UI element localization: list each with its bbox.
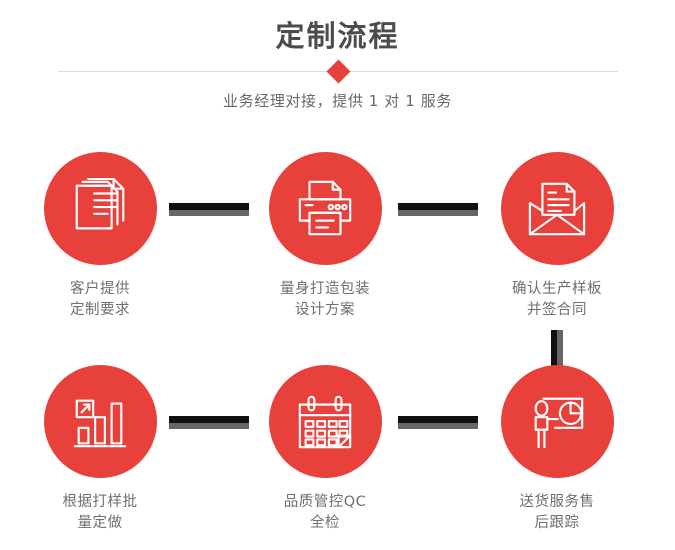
connector-step3-step6 <box>551 330 563 366</box>
flow-step-1-label: 客户提供 定制要求 <box>10 279 190 321</box>
flow-step-2-circle <box>268 152 382 265</box>
flow-step-4-label-line2: 量定做 <box>77 515 123 531</box>
process-flow: 客户提供 定制要求 <box>0 140 675 550</box>
flow-step-4[interactable]: 根据打样批 量定做 <box>10 365 190 534</box>
flow-step-6-label-line1: 送货服务售 <box>519 494 595 510</box>
connector-bar-gray <box>169 210 249 216</box>
flow-step-5-circle <box>268 365 382 478</box>
flow-step-5-label: 品质管控QC 全检 <box>235 492 415 534</box>
flow-step-6[interactable]: 送货服务售 后跟踪 <box>467 365 647 534</box>
flow-step-3-label-line2: 并签合同 <box>527 302 587 318</box>
flow-step-2[interactable]: 量身打造包装 设计方案 <box>235 152 415 321</box>
flow-step-3-label: 确认生产样板 并签合同 <box>467 279 647 321</box>
flow-step-2-label: 量身打造包装 设计方案 <box>235 279 415 321</box>
page-subtitle: 业务经理对接，提供 1 对 1 服务 <box>223 92 452 110</box>
envelope-document-icon <box>526 178 588 240</box>
flow-step-3-label-line1: 确认生产样板 <box>512 281 602 297</box>
diamond-icon <box>325 58 351 84</box>
connector-step1-step2 <box>169 203 249 216</box>
connector-bar-dark <box>169 416 249 423</box>
connector-bar-gray <box>398 423 478 429</box>
flow-step-4-label-line1: 根据打样批 <box>62 494 138 510</box>
connector-bar-gray <box>398 210 478 216</box>
flow-step-1-circle <box>43 152 157 265</box>
flow-step-1-label-line2: 定制要求 <box>70 302 130 318</box>
flow-step-5[interactable]: 品质管控QC 全检 <box>235 365 415 534</box>
connector-bar-gray <box>169 423 249 429</box>
connector-bar-dark <box>169 203 249 210</box>
flow-step-4-circle <box>43 365 157 478</box>
flow-step-1-label-line1: 客户提供 <box>70 281 130 297</box>
bar-chart-growth-icon <box>69 391 131 453</box>
flow-step-3[interactable]: 确认生产样板 并签合同 <box>467 152 647 321</box>
flow-step-1[interactable]: 客户提供 定制要求 <box>10 152 190 321</box>
flow-step-3-circle <box>500 152 614 265</box>
connector-bar-dark <box>398 203 478 210</box>
connector-bar-gray <box>557 330 563 366</box>
connector-step5-step6 <box>398 416 478 429</box>
page-title: 定制流程 <box>275 19 400 53</box>
flow-step-6-label: 送货服务售 后跟踪 <box>467 492 647 534</box>
flow-step-5-label-line1: 品质管控QC <box>283 494 367 510</box>
presentation-person-icon <box>526 391 588 453</box>
flow-step-6-label-line2: 后跟踪 <box>534 515 580 531</box>
documents-icon <box>69 177 131 240</box>
flow-step-6-circle <box>500 365 614 478</box>
calendar-check-icon <box>294 391 356 453</box>
connector-step4-step5 <box>169 416 249 429</box>
title-divider <box>58 58 618 84</box>
page-header: 定制流程 业务经理对接，提供 1 对 1 服务 <box>0 0 675 130</box>
connector-bar-dark <box>398 416 478 423</box>
connector-step2-step3 <box>398 203 478 216</box>
connector-bar-dark <box>551 330 557 366</box>
flow-step-2-label-line2: 设计方案 <box>295 302 355 318</box>
flow-step-5-label-line2: 全检 <box>310 515 340 531</box>
flow-step-2-label-line1: 量身打造包装 <box>280 281 370 297</box>
flow-step-4-label: 根据打样批 量定做 <box>10 492 190 534</box>
printer-icon <box>294 178 356 240</box>
